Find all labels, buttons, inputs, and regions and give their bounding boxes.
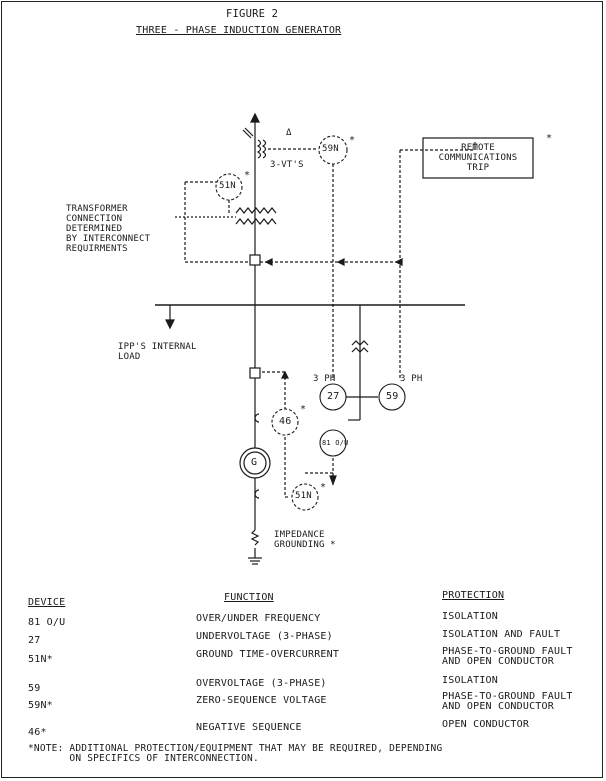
- transformer-primary: [235, 207, 277, 214]
- table-row-1-protection: ISOLATION AND FAULT: [442, 629, 561, 640]
- relay-59n-label: 59N: [322, 144, 339, 154]
- 59n-star: *: [349, 135, 356, 146]
- generator-label: G: [251, 457, 258, 468]
- relay-46: [271, 408, 299, 436]
- relay-51n-bottom-label: 51N: [295, 491, 312, 501]
- relay-51n-top: [215, 173, 243, 201]
- table-row-1-function: UNDERVOLTAGE (3-PHASE): [196, 631, 333, 642]
- impedance: [250, 529, 260, 546]
- relay-59n: [318, 135, 348, 165]
- table-row-2-function: GROUND TIME-OVERCURRENT: [196, 649, 340, 660]
- breaker-top: [249, 254, 261, 266]
- table-row-4-device: 59N*: [28, 700, 53, 711]
- relay-81-label: 81 O/U: [322, 439, 349, 447]
- footnote: *NOTE: ADDITIONAL PROTECTION/EQUIPMENT T…: [28, 743, 443, 764]
- relay-27: [319, 383, 347, 411]
- relay-51n-top-label: 51N: [219, 181, 236, 191]
- table-row-4-function: ZERO-SEQUENCE VOLTAGE: [196, 695, 327, 706]
- table-header-function: FUNCTION: [224, 592, 274, 603]
- figure-number: FIGURE 2: [226, 8, 279, 20]
- breaker-bottom: [249, 367, 261, 379]
- three-ph-label-59: 3 PH: [400, 374, 423, 384]
- 46-star: *: [300, 404, 307, 415]
- table-row-2-protection: PHASE-TO-GROUND FAULT AND OPEN CONDUCTOR: [442, 646, 573, 667]
- remote-comm-box: [422, 137, 534, 179]
- relay-46-label: 46: [279, 416, 292, 427]
- table-row-2-device: 51N*: [28, 654, 53, 665]
- impedance-label: IMPEDANCE GROUNDING *: [274, 530, 336, 550]
- relay-27-label: 27: [327, 391, 340, 402]
- table-row-5-function: NEGATIVE SEQUENCE: [196, 722, 302, 733]
- table-header-protection: PROTECTION: [442, 590, 505, 601]
- table-row-3-function: OVERVOLTAGE (3-PHASE): [196, 678, 327, 689]
- ct-46: [254, 413, 260, 423]
- delta-symbol: Δ: [286, 128, 292, 138]
- vt-coil: [256, 139, 267, 159]
- table-row-0-device: 81 O/U: [28, 617, 66, 628]
- transformer-note: TRANSFORMER CONNECTION DETERMINED BY INT…: [66, 204, 151, 254]
- table-row-1-device: 27: [28, 635, 41, 646]
- ipp-load-label: IPP'S INTERNAL LOAD: [118, 342, 197, 362]
- feeder-top-arrow: [250, 112, 260, 123]
- table-row-4-protection: PHASE-TO-GROUND FAULT AND OPEN CONDUCTOR: [442, 691, 573, 712]
- ct-51n: [254, 489, 260, 499]
- 51n-top-star: *: [244, 170, 251, 181]
- table-row-5-device: 46*: [28, 727, 47, 738]
- table-row-0-protection: ISOLATION: [442, 611, 498, 622]
- table-row-3-device: 59: [28, 683, 41, 694]
- relay-51n-bottom: [291, 483, 319, 511]
- vt-label: 3-VT'S: [270, 160, 304, 170]
- relay-81: [319, 429, 347, 457]
- table-row-3-protection: ISOLATION: [442, 675, 498, 686]
- figure-title: THREE - PHASE INDUCTION GENERATOR: [136, 25, 342, 36]
- 51n-bottom-star: *: [320, 482, 327, 493]
- remote-star: *: [546, 133, 553, 144]
- transformer-secondary: [235, 218, 277, 225]
- relay-59-label: 59: [386, 391, 399, 402]
- three-ph-label-27: 3 PH: [313, 374, 336, 384]
- table-header-device: DEVICE: [28, 597, 66, 608]
- relay-59: [378, 383, 406, 411]
- table-row-5-protection: OPEN CONDUCTOR: [442, 719, 530, 730]
- table-row-0-function: OVER/UNDER FREQUENCY: [196, 613, 321, 624]
- remote-comm-label: REMOTE COMMUNICATIONS TRIP: [438, 143, 518, 173]
